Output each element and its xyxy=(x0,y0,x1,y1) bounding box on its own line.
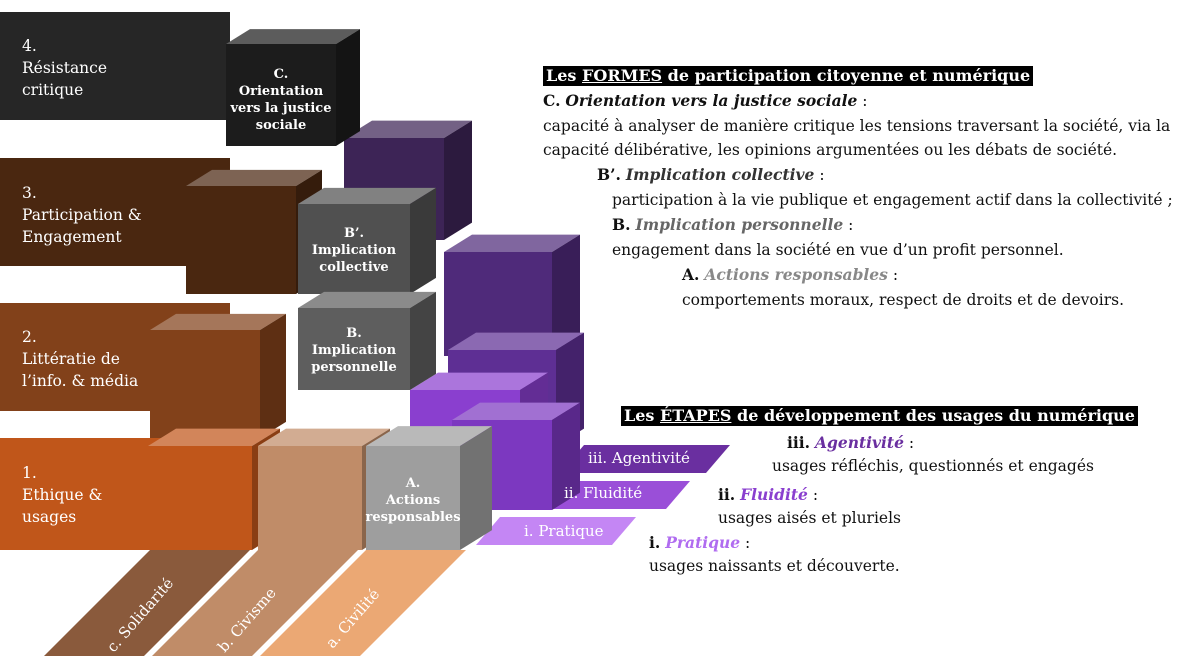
axis-bar-1 xyxy=(152,550,358,656)
forme-b-heading: B. Implication personnelle : xyxy=(612,215,854,234)
forme-c-desc-1: capacité à analyser de manière critique … xyxy=(543,117,1171,135)
stage-agentivite-tag: iii. Agentivité xyxy=(588,449,690,467)
etape-iii-desc: usages réfléchis, questionnés et engagés xyxy=(772,457,1094,475)
cube-a-label: A. Actions responsables xyxy=(365,475,461,525)
forme-bprime-desc: participation à la vie publique et engag… xyxy=(612,191,1173,209)
etape-ii-heading: ii. Fluidité : xyxy=(718,485,819,504)
forme-c-desc-2: capacité délibérative, les opinions argu… xyxy=(543,141,1118,159)
grey-cube-b xyxy=(298,291,436,390)
etape-ii-desc: usages aisés et pluriels xyxy=(718,509,902,527)
level-4-label: 4.Résistance critique xyxy=(22,37,108,99)
cube-b-label: B. Implication personnelle xyxy=(311,325,397,375)
etape-i-heading: i. Pratique : xyxy=(649,533,751,552)
stage-bar-2 xyxy=(476,517,636,545)
etape-iii-heading: iii. Agentivité : xyxy=(787,433,915,452)
axis-bar-2 xyxy=(260,550,466,656)
level-3-label: 3.Participation & Engagement xyxy=(22,184,142,246)
etape-i-desc: usages naissants et découverte. xyxy=(649,557,900,575)
forme-a-heading: A. Actions responsables : xyxy=(682,265,899,284)
grey-cube-c xyxy=(226,29,360,146)
forme-a-desc: comportements moraux, respect de droits … xyxy=(682,291,1124,309)
level-2-label: 2.Littératie de l’info. & média xyxy=(22,328,139,390)
brown-cube-litteratie xyxy=(150,313,286,438)
level-1-label: 1.Ethique & usages xyxy=(22,464,103,526)
grey-cube-bprime xyxy=(298,187,436,294)
forme-c-heading: C. Orientation vers la justice sociale : xyxy=(543,91,868,110)
stage-fluidite-tag: ii. Fluidité xyxy=(564,484,643,502)
axis-bar-0 xyxy=(44,550,250,656)
cube-bprime-label: B’. Implication collective xyxy=(311,225,397,275)
etapes-title: Les ÉTAPES de développement des usages d… xyxy=(621,406,1138,427)
grey-cube-a xyxy=(366,426,492,550)
formes-title: Les FORMES de participation citoyenne et… xyxy=(543,66,1034,87)
cube-c-label: C. Orientation vers la justice sociale xyxy=(230,67,332,133)
level-band-4 xyxy=(0,12,230,120)
stage-pratique-tag: i. Pratique xyxy=(524,522,604,540)
forme-b-desc: engagement dans la société en vue d’un p… xyxy=(612,241,1064,259)
stage-bar-0 xyxy=(560,445,730,473)
forme-bprime-heading: B’. Implication collective : xyxy=(597,165,825,184)
